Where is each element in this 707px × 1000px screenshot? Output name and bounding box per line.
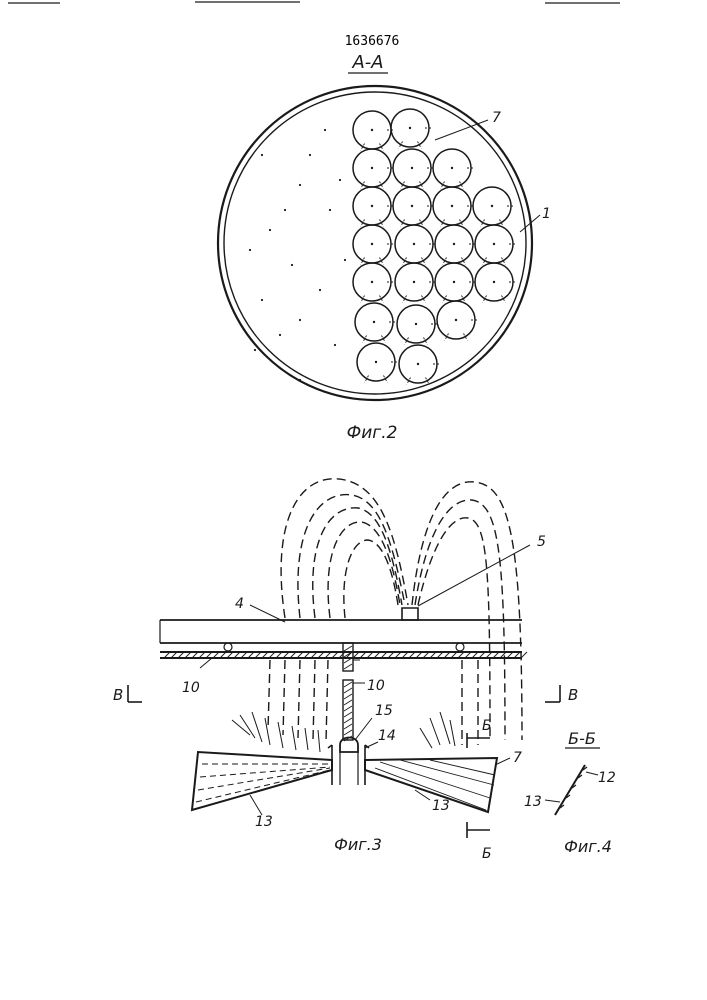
fig3-pipe-4: [160, 620, 522, 651]
fig4-section-label: Б-Б: [568, 729, 596, 748]
scatter-dot: [279, 334, 281, 336]
fig2-tube-bundle: [353, 109, 517, 385]
fig3-ref-14: 14: [378, 728, 396, 744]
scatter-dot: [329, 209, 331, 211]
fig3-caption: Фиг.3: [334, 835, 382, 854]
tube-center-dot: [453, 281, 455, 283]
scatter-dot: [299, 184, 301, 186]
scatter-dot: [339, 179, 341, 181]
fig3-blade-left: [192, 752, 332, 815]
vessel-inner-wall: [224, 92, 526, 394]
fig3-spray-paths: [268, 479, 522, 745]
shaft-hatch-line: [344, 730, 352, 735]
vessel-outer-wall: [218, 86, 532, 400]
shaft-hatch-line: [344, 718, 352, 723]
fig2-scattered-dots: [249, 129, 346, 381]
shaft-hatch-line: [344, 694, 352, 699]
fig4-ref-13: 13: [524, 794, 542, 810]
scan-edge-marks: [8, 2, 620, 3]
section-label-aa: А-А: [351, 52, 383, 73]
scatter-dot: [334, 344, 336, 346]
tube-center-dot: [453, 243, 455, 245]
shaft-hatch-line: [344, 700, 352, 705]
tube-center-dot: [413, 281, 415, 283]
scatter-dot: [309, 154, 311, 156]
scatter-dot: [261, 154, 263, 156]
scatter-dot: [269, 229, 271, 231]
scatter-dot: [299, 319, 301, 321]
tube-center-dot: [415, 323, 417, 325]
fig3-ref-15: 15: [375, 703, 393, 719]
pipe-hole-right: [456, 643, 464, 651]
tube-center-dot: [411, 205, 413, 207]
scatter-dot: [254, 349, 256, 351]
scatter-dot: [319, 289, 321, 291]
fig3-nozzle-5: [402, 545, 530, 620]
tube-center-dot: [417, 363, 419, 365]
fig3-section-b-bottom: Б: [482, 846, 492, 862]
shaft-hatch-line: [344, 682, 352, 687]
fig3-section-marks: [128, 685, 560, 838]
fig3-ref-13b: 13: [432, 798, 450, 814]
fig3-section-v-left: В: [113, 686, 123, 704]
tube-center-dot: [493, 243, 495, 245]
tube-center-dot: [493, 281, 495, 283]
fig2-leader-7: [435, 120, 488, 140]
fig3-section-v-right: В: [568, 686, 578, 704]
fig3-ref-10b: 10: [367, 678, 385, 694]
tube-center-dot: [371, 129, 373, 131]
tube-center-dot: [455, 319, 457, 321]
scatter-dot: [299, 379, 301, 381]
tube-center-dot: [413, 243, 415, 245]
fig4-blade-section: [545, 765, 598, 815]
tube-center-dot: [491, 205, 493, 207]
fig3-ref-5: 5: [537, 534, 546, 550]
tube-center-dot: [375, 361, 377, 363]
fig3-section-b-top: Б: [482, 718, 492, 734]
scatter-dot: [284, 209, 286, 211]
shaft-hatch-line: [344, 706, 352, 711]
tube-center-dot: [451, 205, 453, 207]
fig2-caption: Фиг.2: [347, 423, 398, 443]
fig2-drawing: [218, 86, 540, 400]
tube-center-dot: [409, 127, 411, 129]
scatter-dot: [249, 249, 251, 251]
tube-center-dot: [371, 205, 373, 207]
scatter-dot: [261, 299, 263, 301]
fig2-ref-1: 1: [542, 206, 551, 222]
scatter-dot: [324, 129, 326, 131]
tube-center-dot: [373, 321, 375, 323]
shaft-hatch-line: [344, 664, 352, 669]
fig3-ref-13a: 13: [255, 814, 273, 830]
fig3-ref-4: 4: [235, 596, 244, 612]
fig3-ref-7: 7: [513, 750, 522, 766]
shaft-hatch-line: [344, 688, 352, 693]
pipe-hole-left: [224, 643, 232, 651]
scatter-dot: [344, 259, 346, 261]
fig2-ref-7: 7: [492, 110, 501, 126]
shaft-hatch-line: [344, 712, 352, 717]
tube-center-dot: [451, 167, 453, 169]
scatter-dot: [291, 264, 293, 266]
fig4-ref-12: 12: [598, 770, 616, 786]
tube-center-dot: [411, 167, 413, 169]
tube-center-dot: [371, 167, 373, 169]
shaft-hatch-line: [344, 724, 352, 729]
tube-center-dot: [371, 281, 373, 283]
shaft-hatch-line: [344, 646, 352, 651]
tube-center-dot: [371, 243, 373, 245]
fig3-ref-10a: 10: [182, 680, 200, 696]
patent-number: 1636676: [345, 34, 400, 49]
fig4-caption: Фиг.4: [564, 837, 612, 856]
